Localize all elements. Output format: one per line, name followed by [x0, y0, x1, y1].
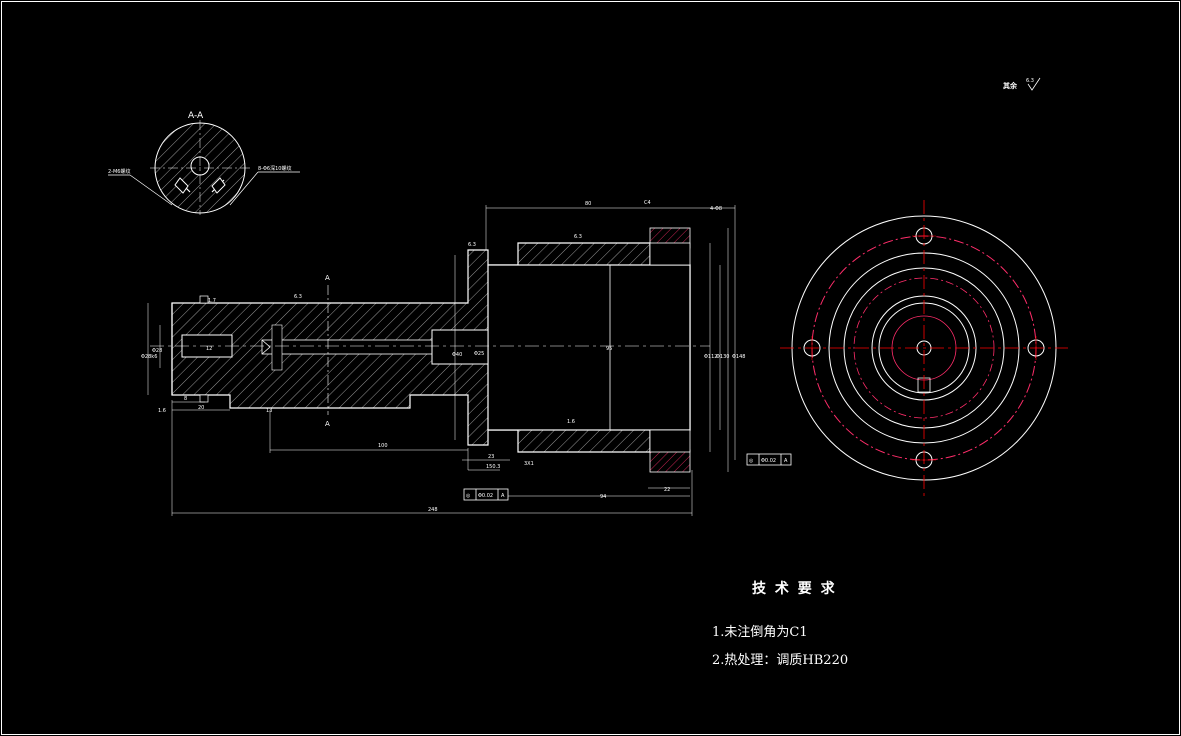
dim-23: 23 — [488, 454, 494, 460]
roughness-note-value: 6.3 — [1026, 78, 1034, 84]
leader-label-left: 2-M6螺纹 — [108, 168, 130, 175]
dimension-lines — [147, 205, 736, 516]
main-section-view: A A — [150, 227, 710, 473]
dim-c4: C4 — [644, 200, 651, 206]
dim-phi28k6: Φ28k6 — [141, 354, 157, 360]
dim-phi28: Φ28 — [152, 348, 162, 354]
dim-4-holes: 4-Φ8 — [710, 206, 722, 212]
dim-12: 12 — [206, 346, 212, 352]
tolerance-datum: A — [784, 458, 788, 464]
dim-phi25: Φ25 — [474, 351, 484, 357]
dim-roughness-c: 6.3 — [468, 242, 476, 248]
section-mark-top: A — [325, 274, 330, 282]
tolerance-symbol-icon: ◎ — [466, 493, 471, 499]
requirement-item-1: 1.未注倒角为C1 — [712, 625, 808, 640]
dim-roughness-d: 1.6 — [567, 419, 575, 425]
section-a-a-view: A-A 2-M6螺纹 8-Φ6深10螺纹 — [108, 111, 300, 215]
dim-8: 8 — [184, 396, 187, 402]
tolerance-frame-right: ◎ Φ0.02 A — [746, 453, 792, 466]
dim-150-3: 150.3 — [486, 464, 500, 470]
section-mark-bottom: A — [325, 420, 330, 428]
dim-phi40: Φ40 — [452, 352, 462, 358]
dim-13: 13 — [266, 408, 272, 414]
roughness-symbol-icon — [1027, 77, 1041, 91]
dim-20: 20 — [198, 405, 204, 411]
tolerance-frame-bottom: ◎ Φ0.02 A — [463, 488, 509, 501]
tolerance-symbol-icon: ◎ — [749, 458, 754, 464]
section-label: A-A — [188, 111, 204, 121]
dim-95: 95 — [606, 346, 612, 352]
dim-roughness-e: 1.6 — [158, 408, 166, 414]
requirement-item-2: 2.热处理：调质HB220 — [712, 653, 848, 668]
tolerance-datum: A — [501, 493, 505, 499]
dim-100: 100 — [378, 443, 388, 449]
tolerance-value: Φ0.02 — [478, 493, 493, 499]
end-view — [780, 200, 1068, 500]
dim-248: 248 — [428, 507, 438, 513]
dim-phi112: Φ112 — [704, 354, 717, 360]
leader-label-right: 8-Φ6深10螺纹 — [258, 165, 291, 172]
requirements-title: 技 术 要 求 — [752, 580, 837, 597]
roughness-note: 其余 — [1003, 81, 1018, 90]
dim-80: 80 — [585, 201, 591, 207]
dim-phi130: Φ130 — [716, 354, 729, 360]
dim-phi148: Φ148 — [732, 354, 745, 360]
dim-94: 94 — [600, 494, 606, 500]
dim-3x1: 3X1 — [524, 461, 534, 467]
dim-22: 22 — [664, 487, 670, 493]
dim-roughness-b: 6.3 — [294, 294, 302, 300]
dim-1-7: 1.7 — [208, 298, 216, 304]
tolerance-value: Φ0.02 — [761, 458, 776, 464]
dim-roughness-a: 6.3 — [574, 234, 582, 240]
